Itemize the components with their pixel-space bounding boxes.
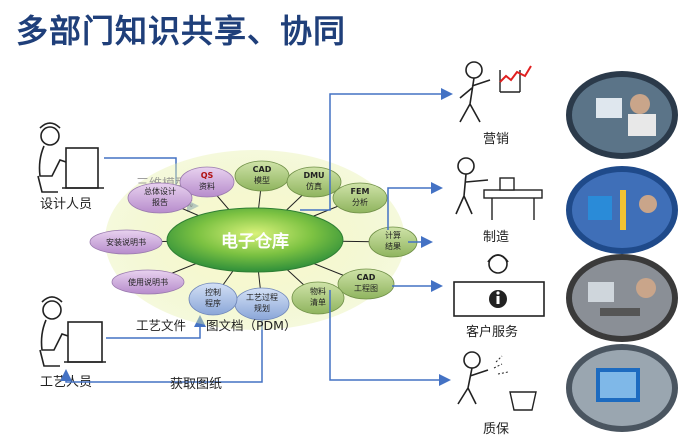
electronic-repository: 电子仓库	[166, 207, 344, 273]
marketing-icon	[459, 61, 532, 123]
node-fem: FEM 分析	[332, 182, 388, 214]
svg-text:QS: QS	[201, 171, 214, 180]
node-install-manual: 安装说明书	[89, 229, 163, 255]
drawing-docs-label: 图文档（PDM）	[206, 318, 296, 333]
marketing-label: 营销	[483, 132, 509, 147]
svg-text:模型: 模型	[254, 175, 270, 185]
fetch-drawings-arrow	[60, 318, 263, 383]
department-arrows	[300, 88, 453, 386]
arrow-quality	[329, 290, 451, 386]
svg-text:物料: 物料	[310, 286, 326, 296]
customer-service-label: 客户服务	[466, 324, 518, 340]
designer-label: 设计人员	[40, 197, 92, 212]
node-install-manual-label: 安装说明书	[106, 237, 146, 247]
node-control-program: 控制 程序	[188, 282, 238, 316]
svg-text:控制: 控制	[205, 287, 221, 297]
node-user-manual: 使用说明书	[111, 269, 185, 295]
svg-text:DMU: DMU	[303, 171, 324, 180]
photo-quality	[566, 344, 678, 432]
arrow-marketing	[300, 88, 453, 211]
svg-text:程序: 程序	[205, 298, 221, 308]
manufacturing-icon	[455, 157, 543, 220]
node-cad-drawing: CAD 工程图	[337, 268, 395, 300]
designer-icon	[37, 122, 104, 193]
node-material-list: 物料 清单	[291, 281, 345, 315]
svg-text:总体设计: 总体设计	[144, 186, 176, 196]
repository-label: 电子仓库	[221, 231, 289, 252]
node-qs: QS 资料	[179, 166, 235, 198]
node-user-manual-label: 使用说明书	[128, 277, 168, 287]
quality-icon	[457, 351, 537, 411]
process-files-label: 工艺文件	[136, 318, 186, 333]
quality-label: 质保	[483, 422, 509, 437]
customer-service-icon	[453, 254, 545, 317]
node-cad-model: CAD 模型	[234, 160, 290, 192]
svg-text:仿真: 仿真	[306, 181, 322, 191]
svg-text:FEM: FEM	[351, 187, 370, 196]
node-calc-result: 计算 结果	[368, 226, 418, 258]
svg-text:报告: 报告	[152, 197, 168, 207]
svg-text:工程图: 工程图	[354, 284, 378, 293]
svg-text:资料: 资料	[199, 181, 215, 191]
svg-text:CAD: CAD	[357, 273, 376, 282]
page-title: 多部门知识共享、协同	[16, 12, 347, 50]
node-craft-plan: 工艺过程 规划	[234, 287, 290, 321]
photo-customer-service	[566, 254, 678, 342]
svg-text:结果: 结果	[385, 241, 401, 251]
node-design-report: 总体设计 报告	[127, 182, 193, 214]
svg-text:CAD: CAD	[253, 165, 272, 174]
process-engineer-icon	[39, 296, 106, 367]
fetch-drawings-label: 获取图纸	[170, 377, 222, 392]
svg-text:分析: 分析	[352, 197, 368, 207]
node-dmu: DMU 仿真	[286, 166, 342, 198]
svg-text:清单: 清单	[310, 297, 326, 307]
photo-marketing	[566, 71, 678, 159]
manufacturing-label: 制造	[483, 230, 509, 245]
arrow-manufacturing	[387, 182, 443, 230]
svg-text:计算: 计算	[385, 230, 401, 240]
process-to-repo-arrow	[106, 315, 206, 339]
photo-manufacturing	[566, 166, 678, 254]
svg-text:规划: 规划	[254, 303, 270, 313]
svg-text:工艺过程: 工艺过程	[246, 292, 278, 302]
